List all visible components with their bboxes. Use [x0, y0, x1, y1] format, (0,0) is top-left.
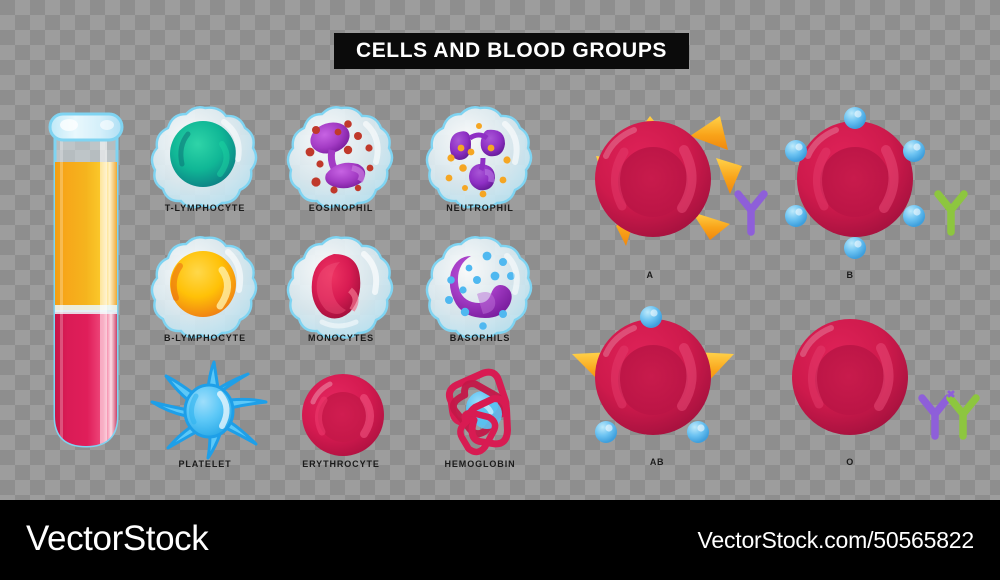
hemoglobin-molecule [435, 368, 531, 460]
cell-label-basophils: BASOPHILS [449, 333, 511, 343]
page-title: CELLS AND BLOOD GROUPS [355, 39, 668, 62]
eosinophil-cell [286, 102, 396, 212]
cell-label-monocytes: MONOCYTES [307, 333, 375, 343]
neutrophil-cell [425, 102, 535, 212]
cell-label-platelet: PLATELET [178, 459, 232, 469]
watermark-footer: VectorStock VectorStock.com/50565822 [0, 500, 1000, 580]
cell-label-erythrocyte: ERYTHROCYTE [302, 459, 380, 469]
blood-sample-test-tube [47, 100, 125, 450]
blood-group-b-cell [772, 100, 1000, 290]
t-lymphocyte-cell [150, 102, 260, 212]
blood-group-label-ab: AB [649, 457, 665, 467]
cell-label-neutrophil: NEUTROPHIL [446, 203, 514, 213]
platelet-cell [150, 360, 270, 460]
erythrocyte-cell [300, 372, 386, 458]
monocyte-cell [286, 232, 396, 342]
vectorstock-brand: VectorStock [26, 519, 209, 558]
blood-group-a-cell [570, 100, 800, 290]
b-lymphocyte-cell [150, 232, 260, 342]
blood-group-ab-cell [570, 298, 800, 488]
cell-label-b-lymphocyte: B-LYMPHOCYTE [164, 333, 246, 343]
blood-group-label-b: B [846, 270, 854, 280]
blood-group-label-a: A [646, 270, 654, 280]
cell-label-eosinophil: EOSINOPHIL [308, 203, 374, 213]
basophil-cell [425, 232, 535, 342]
vectorstock-url: VectorStock.com/50565822 [697, 527, 975, 553]
blood-group-label-o: O [846, 457, 854, 467]
cell-label-hemoglobin: HEMOGLOBIN [444, 459, 516, 469]
page-title-bar: CELLS AND BLOOD GROUPS [334, 33, 689, 69]
cell-label-t-lymphocyte: T-LYMPHOCYTE [164, 203, 246, 213]
blood-group-o-cell [772, 298, 1000, 488]
